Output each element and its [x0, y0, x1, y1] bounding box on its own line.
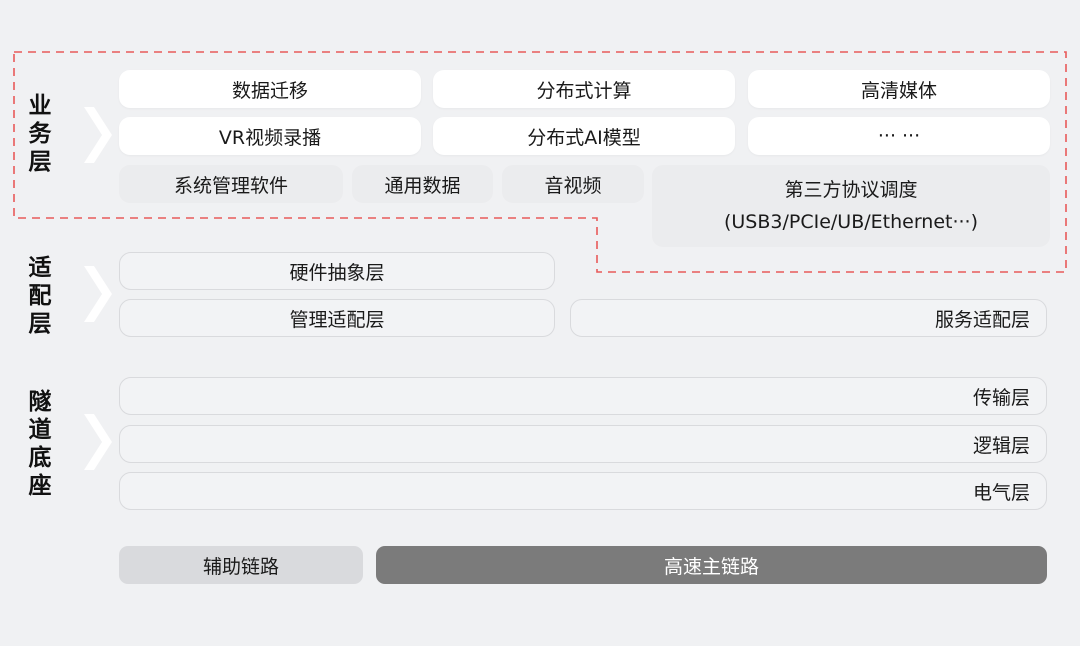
logic-layer: 逻辑层 [119, 425, 1047, 463]
business-item-distributed-ai: 分布式AI模型 [433, 117, 735, 155]
protocol-list: (USB3/PCIe/UB/Ethernet···) [723, 211, 979, 233]
adaptation-layer-label-char: 适 [28, 255, 52, 281]
business-layer-label-char: 业 [28, 93, 52, 119]
business-layer-label-char: 层 [28, 149, 52, 175]
chevron-right-icon [84, 414, 112, 470]
tunnel-base-label-char: 道 [28, 417, 52, 443]
auxiliary-link: 辅助链路 [119, 546, 363, 584]
business-item-system-management: 系统管理软件 [119, 165, 343, 203]
business-item-distributed-computing: 分布式计算 [433, 70, 735, 108]
business-item-data-migration: 数据迁移 [119, 70, 421, 108]
transport-layer: 传输层 [119, 377, 1047, 415]
business-item-hd-media: 高清媒体 [748, 70, 1050, 108]
adaptation-layer-label-char: 配 [28, 283, 52, 309]
adaptation-layer-label-char: 层 [28, 311, 52, 337]
hardware-abstraction-layer: 硬件抽象层 [119, 252, 555, 290]
business-layer-label: 业 务 层 [25, 92, 55, 176]
chevron-right-icon [84, 266, 112, 322]
business-item-general-data: 通用数据 [352, 165, 493, 203]
tunnel-base-label-char: 座 [28, 473, 52, 499]
chevron-right-icon [84, 107, 112, 163]
protocol-scheduling-box: 第三方协议调度 (USB3/PCIe/UB/Ethernet···) [652, 165, 1050, 247]
high-speed-main-link: 高速主链路 [376, 546, 1047, 584]
tunnel-base-label-char: 底 [28, 445, 52, 471]
business-item-ellipsis: ··· ··· [748, 117, 1050, 155]
business-item-vr-video: VR视频录播 [119, 117, 421, 155]
adaptation-layer-label: 适 配 层 [25, 254, 55, 338]
protocol-title: 第三方协议调度 [784, 179, 918, 201]
business-item-audio-video: 音视频 [502, 165, 644, 203]
tunnel-base-label-char: 隧 [28, 389, 52, 415]
management-adaptation-layer: 管理适配层 [119, 299, 555, 337]
service-adaptation-layer: 服务适配层 [570, 299, 1047, 337]
business-layer-label-char: 务 [28, 121, 52, 147]
electrical-layer: 电气层 [119, 472, 1047, 510]
tunnel-base-label: 隧 道 底 座 [25, 388, 55, 500]
